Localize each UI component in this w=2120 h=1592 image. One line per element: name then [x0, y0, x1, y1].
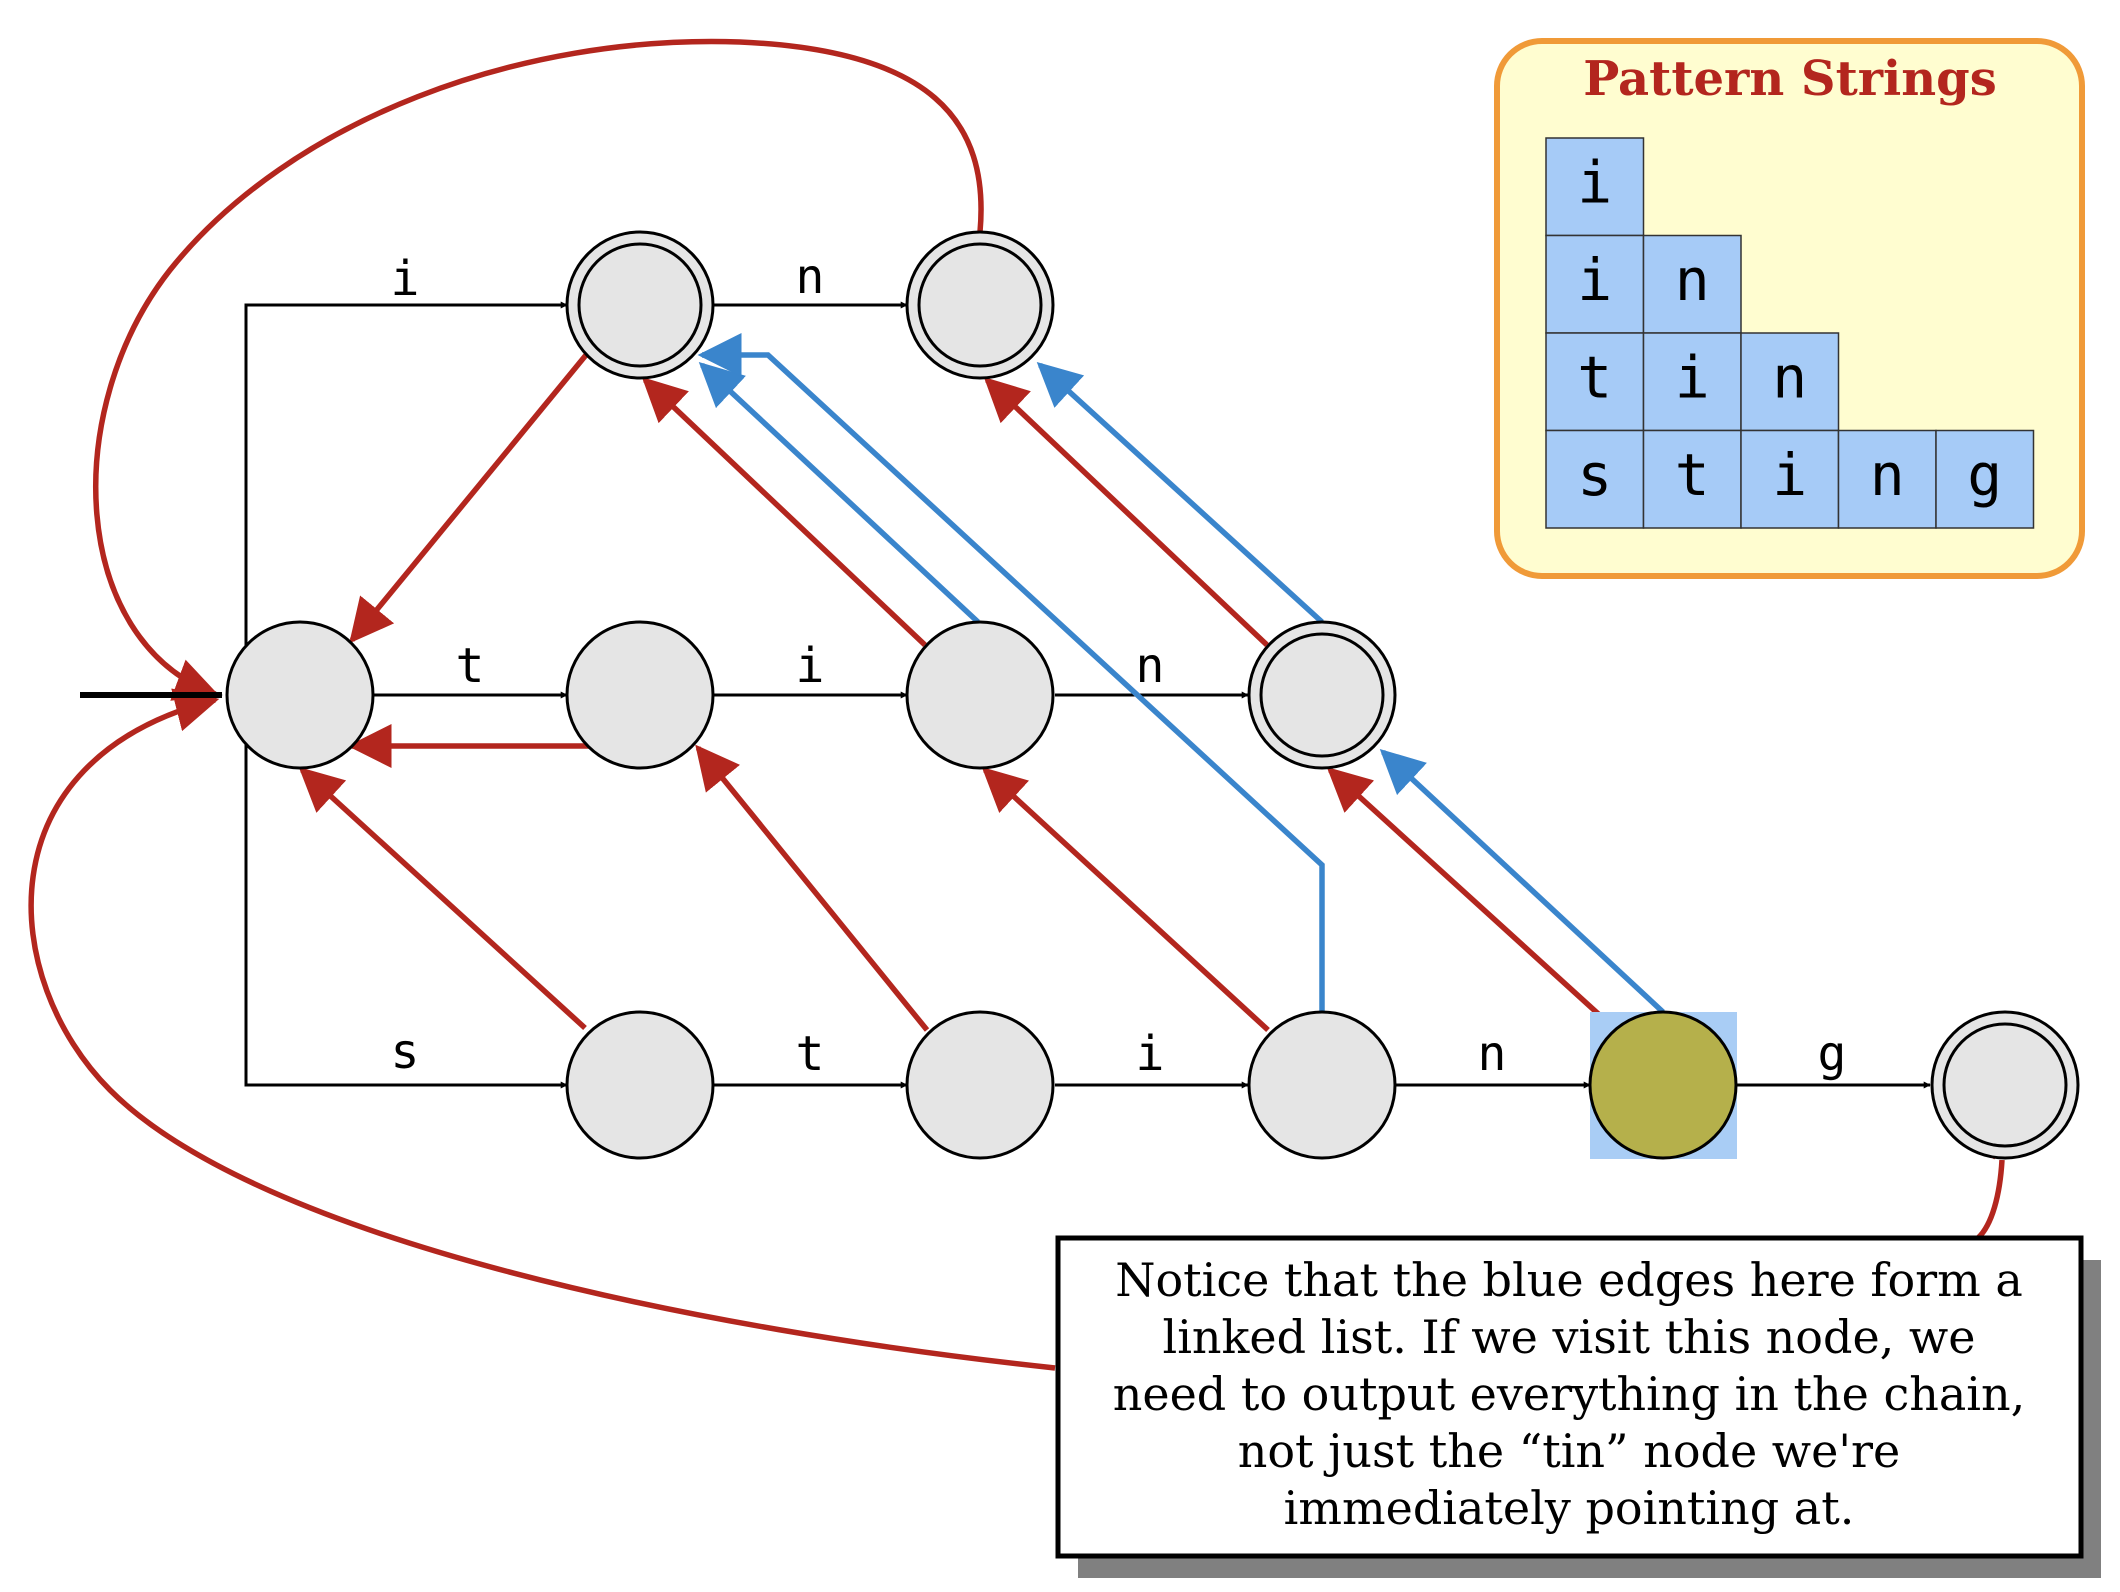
failure-edge-tin-to-in	[983, 376, 1269, 647]
node-st	[905, 1010, 1055, 1160]
output-link-sti-to-i	[697, 333, 1325, 1012]
edge-label-root-t: t	[456, 638, 485, 694]
node-in-accept-ring	[917, 242, 1043, 368]
trie-edges	[80, 301, 1931, 1089]
pattern-cell	[1545, 234, 1645, 334]
trie-nodes	[225, 230, 2080, 1160]
note-line-5: immediately pointing at.	[1284, 1481, 1855, 1535]
node-t	[565, 620, 715, 770]
pattern-char: i	[1577, 246, 1612, 314]
note-box	[1055, 1235, 2084, 1559]
edge-label-ti-n: n	[1136, 638, 1165, 694]
pattern-cell	[1642, 429, 1742, 529]
edge-label-s-t: t	[796, 1026, 825, 1082]
note-line-4: not just the “tin” node we're	[1238, 1424, 1901, 1478]
pattern-char: i	[1577, 148, 1612, 216]
node-ti	[905, 620, 1055, 770]
failure-edge-st-to-t	[695, 744, 930, 1032]
edge-label-t-i: i	[796, 638, 825, 694]
node-sting-accept-ring	[1942, 1022, 2068, 1148]
edge-label-root-i: i	[391, 251, 420, 307]
output-links	[697, 333, 1665, 1015]
pattern-cell	[1545, 429, 1645, 529]
node-i-accept-ring	[577, 242, 703, 368]
node-i	[565, 230, 715, 380]
edge-label-st-i: i	[1136, 1026, 1165, 1082]
pattern-char: t	[1577, 343, 1612, 411]
node-stin-current	[1588, 1010, 1738, 1160]
note-callout: Notice that the blue edges here form a l…	[1055, 1235, 2101, 1578]
output-link-tin-to-in	[1036, 362, 1324, 625]
trie-edge-root-s	[244, 695, 568, 1089]
pattern-cell	[1935, 429, 2035, 529]
node-root	[225, 620, 375, 770]
edge-label-stin-g: g	[1818, 1026, 1847, 1082]
node-sti	[1247, 1010, 1397, 1160]
failure-edge-s-to-root	[298, 767, 587, 1031]
pattern-char: t	[1675, 441, 1710, 509]
pattern-cell	[1642, 234, 1742, 334]
failure-edge-i-to-root	[349, 353, 589, 644]
output-link-ti-to-i	[698, 362, 980, 625]
pattern-char: g	[1967, 441, 2002, 509]
note-line-2: linked list. If we visit this node, we	[1162, 1310, 1975, 1364]
node-tin	[1247, 620, 1397, 770]
note-line-1: Notice that the blue edges here form a	[1115, 1253, 2023, 1307]
failure-edge-in-to-root	[93, 38, 984, 701]
pattern-cell	[1642, 332, 1742, 432]
pattern-cell	[1545, 137, 1645, 237]
failure-edge-stin-to-tin	[1326, 767, 1607, 1023]
pattern-char: s	[1577, 441, 1612, 509]
edge-labels: i n t i n s t i n g	[391, 249, 1847, 1082]
node-s	[565, 1010, 715, 1160]
edge-label-sti-n: n	[1478, 1026, 1507, 1082]
pattern-char: n	[1675, 246, 1710, 314]
failure-edges	[298, 353, 1607, 1033]
edge-label-root-s: s	[391, 1024, 420, 1080]
node-in	[905, 230, 1055, 380]
node-tin-accept-ring	[1259, 632, 1385, 758]
pattern-char: i	[1675, 343, 1710, 411]
edge-label-i-n: n	[796, 249, 825, 305]
pattern-cell	[1740, 429, 1840, 529]
failure-edge-ti-to-i	[641, 376, 927, 647]
pattern-char: i	[1772, 441, 1807, 509]
pattern-panel-title: Pattern Strings	[1583, 51, 1997, 107]
failure-edge-string-tail	[1976, 1159, 2005, 1241]
node-sting	[1930, 1010, 2080, 1160]
note-line-3: need to output everything in the chain,	[1113, 1367, 2026, 1421]
pattern-char: n	[1772, 343, 1807, 411]
output-link-stin-to-tin	[1379, 749, 1665, 1015]
failure-edge-sti-to-ti	[981, 767, 1270, 1033]
pattern-char: n	[1870, 441, 1905, 509]
trie-edge-root-i	[244, 301, 568, 695]
